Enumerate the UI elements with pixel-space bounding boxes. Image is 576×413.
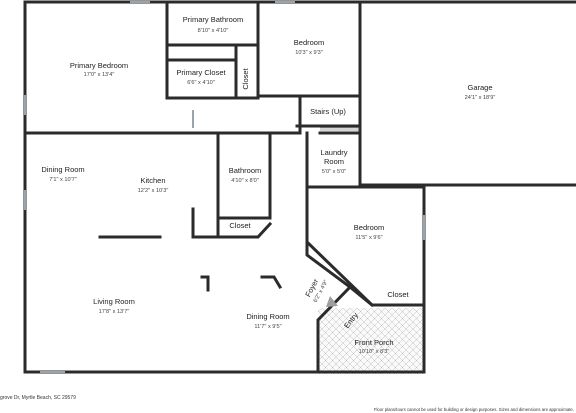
closet-1-name: Closet [241,67,250,89]
stair-treads [320,127,360,131]
footer-disclaimer: Floor plans/tours cannot be used for bui… [374,407,574,412]
primary-closet-name: Primary Closet [176,68,226,77]
dining-room-1-name: Dining Room [41,165,84,174]
kitchen-dims: 12'2" x 10'3" [138,188,169,194]
laundry-name-line1: Laundry [320,148,347,157]
primary-closet-dims: 6'6" x 4'10" [187,80,215,86]
front-porch-area [318,308,424,374]
bedroom-1-dims: 10'3" x 9'3" [295,50,323,56]
garage-dims: 24'1" x 18'9" [465,95,496,101]
living-room-dims: 17'8" x 13'7" [99,309,130,315]
primary-bathroom-dims: 8'10" x 4'10" [198,28,229,34]
entry-arrow-icon [326,296,338,307]
closet-2-name: Closet [229,221,251,230]
garage-name: Garage [467,83,492,92]
living-room-name: Living Room [93,297,135,306]
bedroom-1-name: Bedroom [294,38,324,47]
bathroom-name: Bathroom [229,166,262,175]
front-porch-dims: 10'10" x 8'3" [359,349,390,355]
dining-room-2-dims: 11'7" x 9'5" [254,324,281,330]
laundry-name-line2: Room [324,157,344,166]
dining-room-2-name: Dining Room [246,312,289,321]
dining-room-1-dims: 7'1" x 10'7" [49,177,77,183]
laundry-dims: 5'0" x 5'0" [322,169,346,175]
kitchen-name: Kitchen [140,176,165,185]
bathroom-dims: 4'10" x 8'0" [231,178,259,184]
bedroom-2-name: Bedroom [354,223,384,232]
bedroom-2-dims: 11'5" x 9'6" [355,235,382,241]
front-porch-name: Front Porch [354,338,393,347]
closet-3-name: Closet [387,290,409,299]
primary-bedroom-dims: 17'0" x 13'4" [84,72,115,78]
footer-address: grove Dr, Myrtle Beach, SC 29579 [0,395,76,401]
primary-bedroom-name: Primary Bedroom [70,61,128,70]
walls [23,0,576,374]
stairs-name: Stairs (Up) [310,107,346,116]
primary-bathroom-name: Primary Bathroom [183,15,243,24]
windows [24,1,425,373]
